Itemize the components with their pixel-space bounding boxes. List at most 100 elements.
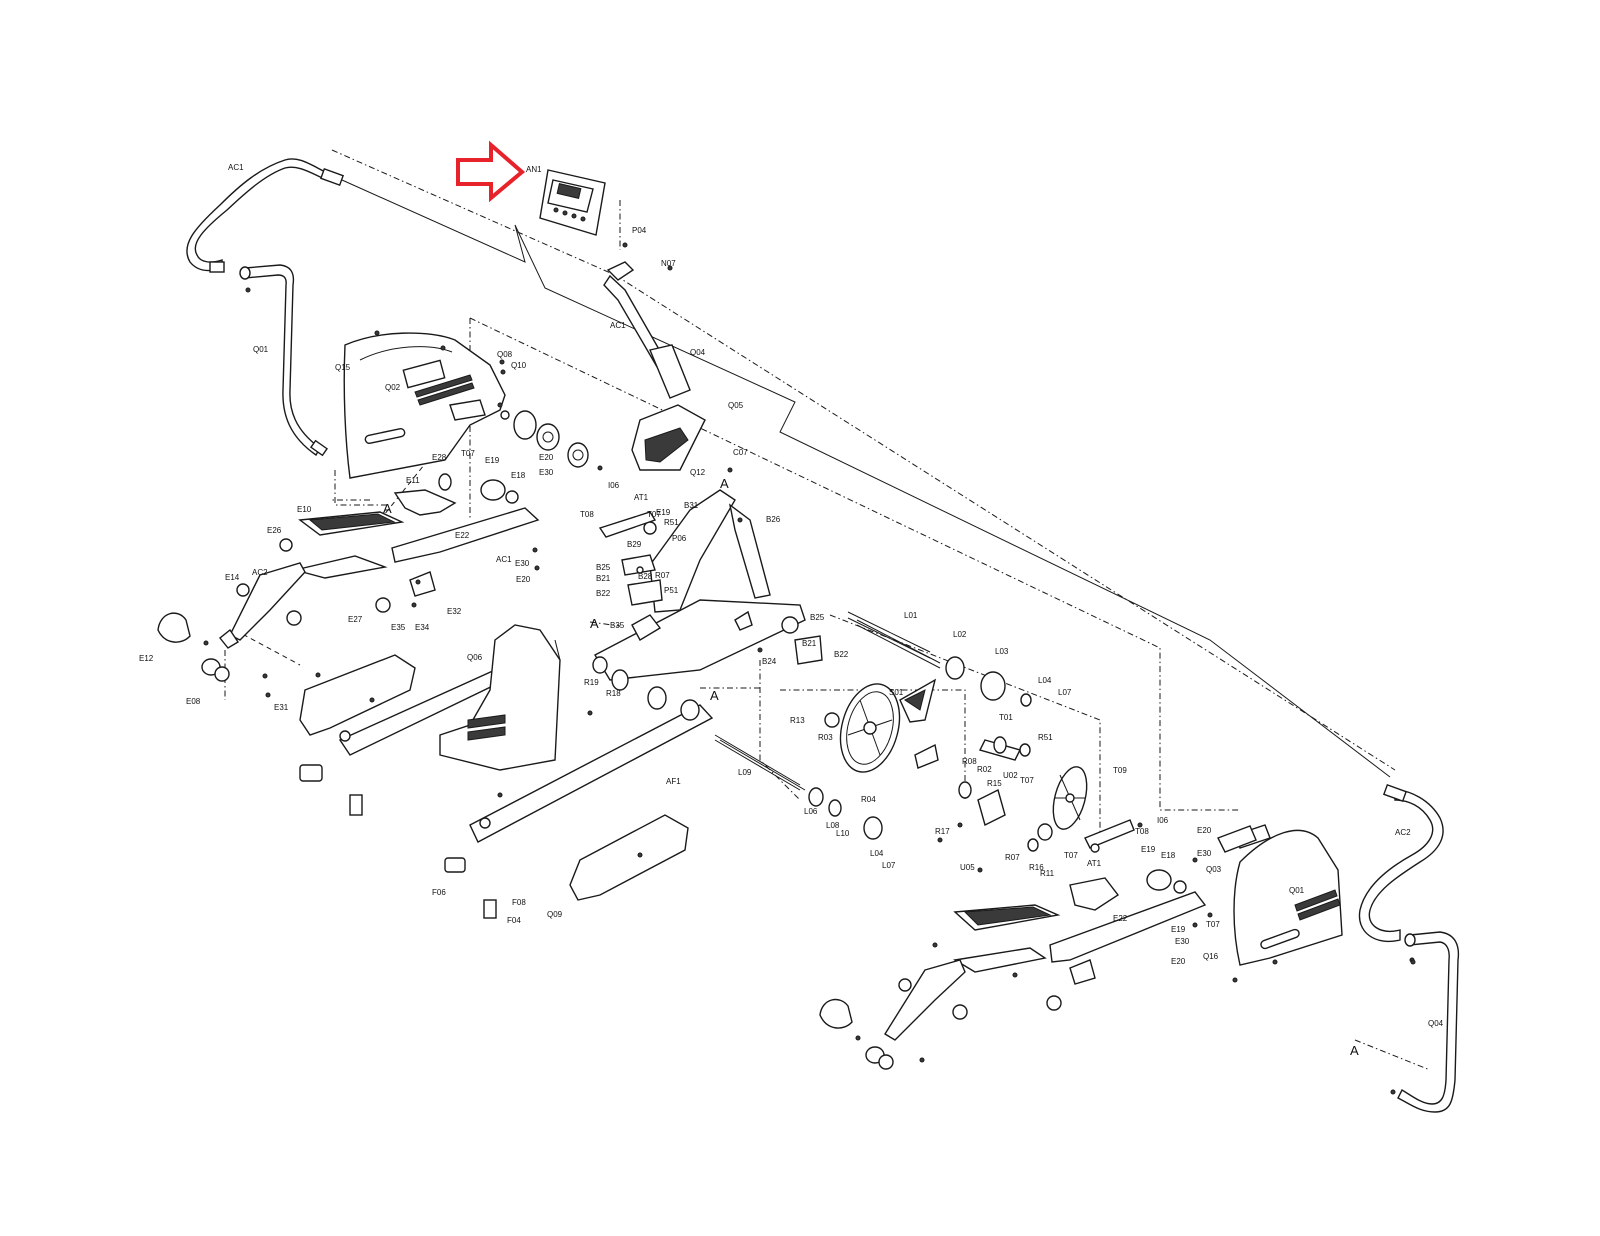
section-marker-a: A — [590, 616, 599, 631]
part-label: B22 — [596, 589, 611, 598]
part-label: T08 — [580, 510, 594, 519]
part-label: N07 — [661, 259, 676, 268]
main-frame — [469, 489, 823, 843]
part-label: R16 — [1029, 863, 1044, 872]
part-label: R17 — [935, 827, 950, 836]
part-label: Q04 — [690, 348, 706, 357]
part-label: E32 — [447, 607, 462, 616]
part-label: P51 — [664, 586, 679, 595]
part-label: U05 — [960, 863, 975, 872]
part-label: T08 — [1135, 827, 1149, 836]
part-label: I06 — [1157, 816, 1169, 825]
red-arrow-callout — [456, 140, 526, 203]
left-rail-cover — [299, 654, 507, 816]
drive-wheels-upper — [500, 410, 589, 468]
part-label: B28 — [638, 572, 653, 581]
part-label: R51 — [1038, 733, 1053, 742]
part-label: B25 — [810, 613, 825, 622]
part-label: Q12 — [690, 468, 706, 477]
part-label: T07 — [1206, 920, 1220, 929]
part-label: Q10 — [511, 361, 527, 370]
part-label: R19 — [584, 678, 599, 687]
part-label: C07 — [733, 448, 748, 457]
part-label: E30 — [1197, 849, 1212, 858]
section-marker-a: A — [383, 501, 392, 516]
right-side-cover — [1217, 824, 1343, 966]
part-label: L02 — [953, 630, 967, 639]
part-label: T07 — [1064, 851, 1078, 860]
section-marker-a: A — [720, 476, 729, 491]
part-label: Q09 — [547, 910, 563, 919]
part-label: E31 — [274, 703, 289, 712]
part-label: E19 — [1171, 925, 1186, 934]
part-label: B21 — [802, 639, 817, 648]
part-label: E30 — [539, 468, 554, 477]
part-label: AT1 — [634, 493, 649, 502]
part-label: Q01 — [253, 345, 269, 354]
part-label: Q05 — [728, 401, 744, 410]
part-label: P06 — [672, 534, 687, 543]
part-label: B22 — [834, 650, 849, 659]
part-label: E11 — [406, 476, 420, 485]
part-label: L04 — [1038, 676, 1052, 685]
part-label: R15 — [987, 779, 1002, 788]
part-label: E30 — [515, 559, 530, 568]
part-label: E20 — [1171, 957, 1186, 966]
console-display — [539, 169, 606, 236]
left-upper-handlebar — [186, 158, 345, 273]
part-label: L04 — [870, 849, 884, 858]
part-label: L06 — [804, 807, 818, 816]
part-label: E34 — [415, 623, 430, 632]
left-side-cover — [343, 332, 506, 479]
part-label: R03 — [818, 733, 833, 742]
part-label: L07 — [1058, 688, 1072, 697]
part-label: P04 — [632, 226, 647, 235]
part-label: F08 — [512, 898, 526, 907]
part-label: B24 — [762, 657, 777, 666]
part-label: R18 — [606, 689, 621, 698]
left-pedal-assembly — [219, 473, 540, 649]
flywheel-assembly — [714, 611, 1135, 853]
part-label: E28 — [432, 453, 447, 462]
part-label: R51 — [664, 518, 679, 527]
fasteners — [203, 242, 1416, 1095]
part-label: E18 — [511, 471, 526, 480]
part-label: E18 — [1161, 851, 1176, 860]
part-label: E14 — [225, 573, 240, 582]
part-label: T01 — [999, 713, 1013, 722]
part-label: L03 — [995, 647, 1009, 656]
part-label: Q04 — [1428, 1019, 1444, 1028]
part-label: B25 — [596, 563, 611, 572]
part-label: Q06 — [467, 653, 483, 662]
part-label: AT1 — [1087, 859, 1102, 868]
part-label: AC1 — [228, 163, 244, 172]
part-label: B35 — [610, 621, 625, 630]
part-label: L10 — [836, 829, 850, 838]
part-label: E19 — [656, 508, 671, 517]
part-label: L08 — [826, 821, 840, 830]
part-label: R04 — [861, 795, 876, 804]
part-label: R02 — [977, 765, 992, 774]
part-label: L07 — [882, 861, 896, 870]
part-label: E10 — [297, 505, 312, 514]
part-label: E26 — [267, 526, 282, 535]
part-label: T09 — [1113, 766, 1127, 775]
part-label: Q03 — [1206, 865, 1222, 874]
left-lower-handlebar — [239, 264, 329, 457]
part-label: E35 — [391, 623, 406, 632]
part-label: E20 — [516, 575, 531, 584]
part-label: B29 — [627, 540, 642, 549]
console-mast — [603, 261, 706, 471]
part-label: B26 — [766, 515, 781, 524]
part-label: AF1 — [666, 777, 681, 786]
part-label: T07 — [461, 449, 475, 458]
part-label: E22 — [455, 531, 470, 540]
part-label: L01 — [904, 611, 918, 620]
part-label: R07 — [1005, 853, 1020, 862]
part-label: T07 — [1020, 776, 1034, 785]
part-label: U02 — [1003, 771, 1018, 780]
lower-rear-cover — [444, 814, 689, 919]
right-upper-handlebar — [1358, 783, 1444, 942]
